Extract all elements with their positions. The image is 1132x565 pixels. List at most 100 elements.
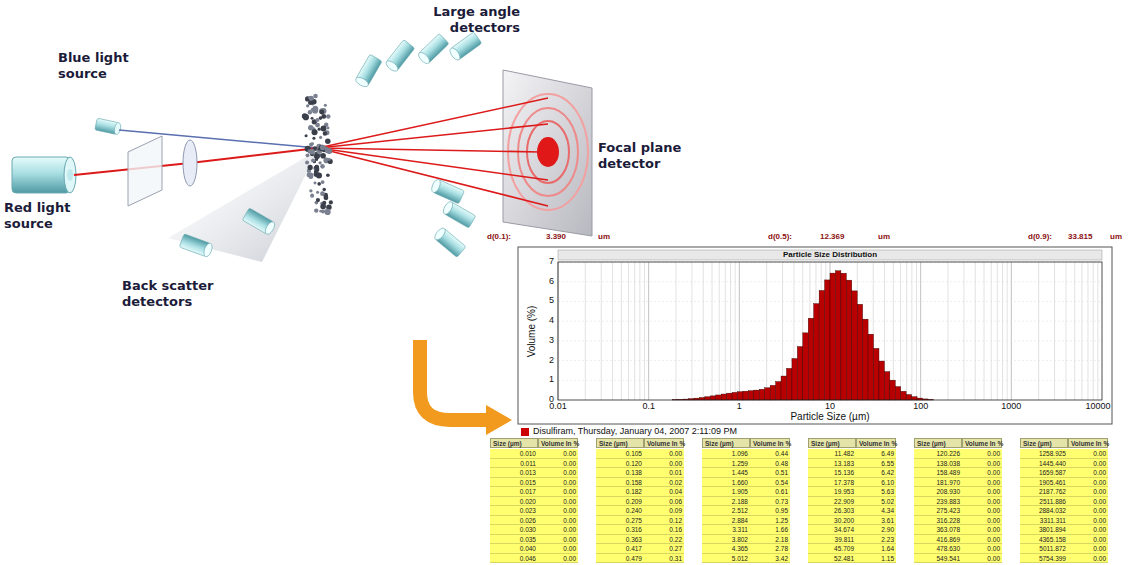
grid-line xyxy=(1038,262,1039,400)
particle xyxy=(321,125,327,131)
particle xyxy=(325,209,331,215)
particle xyxy=(309,142,313,146)
table-cell: 275.423 xyxy=(914,506,962,516)
table-cell: 0.00 xyxy=(962,544,1002,554)
table-cell: 0.00 xyxy=(644,459,684,469)
histogram-bar xyxy=(776,382,781,400)
table-cell: 0.046 xyxy=(490,554,538,564)
table-cell: 6.42 xyxy=(856,468,896,478)
table-cell: 2884.032 xyxy=(1020,506,1068,516)
table-cell: 34.674 xyxy=(808,525,856,535)
table-cell: 0.363 xyxy=(596,535,644,545)
table-cell: 30.200 xyxy=(808,516,856,526)
grid-line xyxy=(739,262,740,400)
table-cell: 0.00 xyxy=(538,525,578,535)
histogram-bar xyxy=(721,394,726,400)
grid-line xyxy=(975,262,976,400)
histogram-bar xyxy=(743,391,748,400)
part-label: Red light source xyxy=(4,200,96,232)
table-cell: 0.00 xyxy=(1068,535,1108,545)
particle xyxy=(321,114,326,119)
table-cell: 45.709 xyxy=(808,544,856,554)
table-cell: 0.00 xyxy=(1068,497,1108,507)
particle xyxy=(308,101,313,106)
table-cell: 5.02 xyxy=(856,497,896,507)
grid-line xyxy=(612,262,613,400)
table-cell: 0.61 xyxy=(750,487,790,497)
table-cell: 0.04 xyxy=(644,487,684,497)
particle xyxy=(316,165,319,168)
particle xyxy=(318,161,321,164)
table-cell: 0.138 xyxy=(596,468,644,478)
histogram-bar xyxy=(841,273,846,400)
grid-line xyxy=(1065,262,1066,400)
table-header: Size (µm) xyxy=(1020,438,1068,448)
grid-line xyxy=(1054,262,1055,400)
orange-arrow xyxy=(420,340,512,435)
particle xyxy=(327,127,330,130)
grid-line xyxy=(766,262,767,400)
table-cell: 4.34 xyxy=(856,506,896,516)
table-cell: 0.12 xyxy=(644,516,684,526)
table-cell: 0.023 xyxy=(490,506,538,516)
particle xyxy=(321,209,325,213)
table-cell: 0.275 xyxy=(596,516,644,526)
table-cell: 0.22 xyxy=(644,535,684,545)
table-cell: 0.182 xyxy=(596,487,644,497)
particle xyxy=(312,106,318,112)
table-cell: 478.630 xyxy=(914,544,962,554)
grid-line xyxy=(719,262,720,400)
axis-tick: 1 xyxy=(737,401,742,411)
table-cell: 0.00 xyxy=(538,497,578,507)
table-cell: 3801.894 xyxy=(1020,525,1068,535)
table-cell: 0.026 xyxy=(490,516,538,526)
axis-title: Particle Size (µm) xyxy=(790,411,869,422)
lens xyxy=(183,140,197,186)
table-cell: 316.228 xyxy=(914,516,962,526)
grid-line xyxy=(639,262,640,400)
table-cell: 0.54 xyxy=(750,478,790,488)
table-cell: 1905.461 xyxy=(1020,478,1068,488)
histogram-bar xyxy=(879,361,884,400)
histogram-bar xyxy=(814,304,819,400)
particle xyxy=(321,180,325,184)
axis-tick: 3 xyxy=(549,335,554,345)
particle xyxy=(309,189,312,192)
histogram-bar xyxy=(738,392,743,400)
particle xyxy=(324,195,329,200)
particle xyxy=(316,198,320,202)
table-header: Volume In % xyxy=(856,438,896,448)
table-cell: 2.18 xyxy=(750,535,790,545)
grid-line xyxy=(628,262,629,400)
histogram-bar xyxy=(906,395,911,400)
axis-tick: 1 xyxy=(549,374,554,384)
stat-name: d(0.9): xyxy=(1028,232,1052,241)
unit: um xyxy=(878,232,890,241)
table-cell: 0.00 xyxy=(962,554,1002,564)
particle xyxy=(312,129,318,135)
table-cell: 0.00 xyxy=(538,459,578,469)
histogram-bar xyxy=(748,391,753,400)
table-cell: 0.44 xyxy=(750,449,790,459)
axis-tick: 5 xyxy=(549,295,554,305)
table-cell: 19.953 xyxy=(808,487,856,497)
table-header: Volume In % xyxy=(538,438,578,448)
table-cell: 1.64 xyxy=(856,544,896,554)
histogram-bar xyxy=(884,372,889,400)
table-cell: 2.512 xyxy=(702,506,750,516)
table-cell: 549.541 xyxy=(914,554,962,564)
particle xyxy=(316,191,319,194)
table-cell: 416.869 xyxy=(914,535,962,545)
axis-tick: 1000 xyxy=(1001,401,1021,411)
histogram-bar xyxy=(765,388,770,400)
table-cell: 0.417 xyxy=(596,544,644,554)
particle xyxy=(303,114,309,120)
table-cell: 6.55 xyxy=(856,459,896,469)
particle xyxy=(314,153,320,159)
table-cell: 0.015 xyxy=(490,478,538,488)
table-cell: 0.209 xyxy=(596,497,644,507)
axis-tick: 100 xyxy=(913,401,928,411)
table-cell: 0.00 xyxy=(962,516,1002,526)
table-cell: 0.00 xyxy=(962,506,1002,516)
histogram-bar xyxy=(716,395,721,400)
